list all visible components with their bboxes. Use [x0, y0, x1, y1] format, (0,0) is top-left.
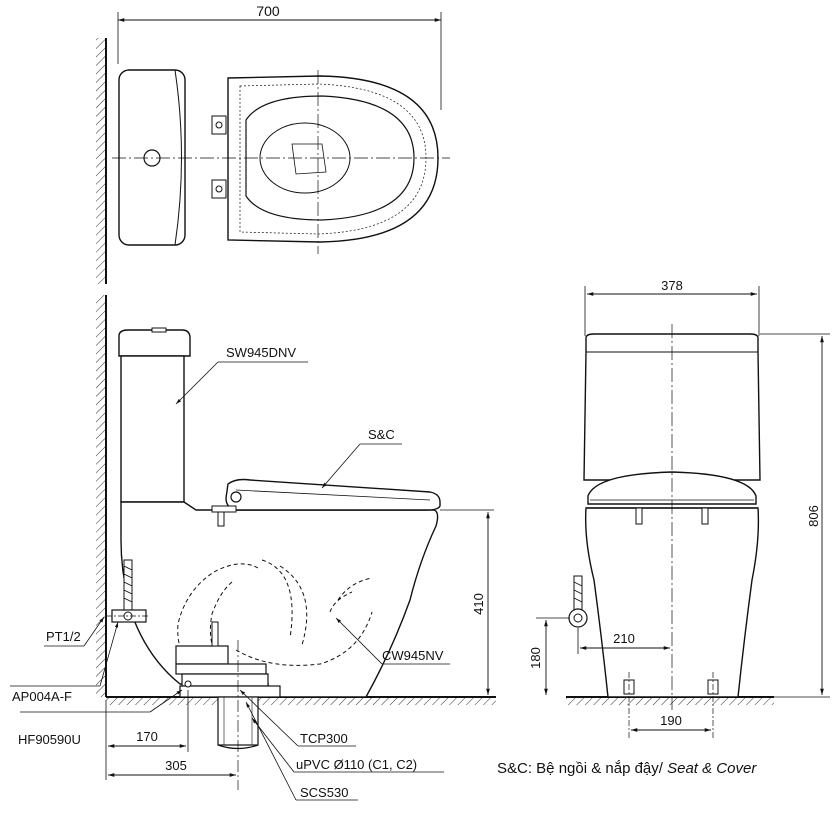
label-scs530: SCS530 [300, 785, 348, 800]
top-seat [245, 95, 415, 221]
side-tank-lid [118, 329, 191, 357]
side-hinge [230, 491, 242, 503]
label-sw945dnv: SW945DNV [226, 345, 296, 360]
side-floor-hatch [106, 697, 496, 705]
dim-190-text: 190 [660, 713, 682, 728]
label-upvc: uPVC Ø110 (C1, C2) [296, 757, 417, 772]
side-bowl-body [120, 501, 439, 698]
label-hf90590u: HF90590U [18, 732, 81, 747]
dim-180-text: 180 [528, 647, 543, 669]
dim-170-text: 170 [136, 729, 158, 744]
label-tcp300: TCP300 [300, 731, 348, 746]
caption-prefix: S&C: Bệ ngồi & nắp đậy/ [497, 760, 668, 777]
side-wall-hatch [96, 295, 106, 697]
label-sc: S&C [368, 427, 395, 442]
seat-cover-caption: S&C: Bệ ngồi & nắp đậy/ Seat & Cover [497, 760, 833, 777]
label-pt12: PT1/2 [46, 629, 81, 644]
side-trapway [177, 559, 373, 666]
dim-210-text: 210 [613, 631, 635, 646]
side-view: 410 170 305 SW945DNV S&C CW945NV PT1/2 A… [10, 295, 496, 801]
flange-top [175, 645, 229, 665]
label-ap004a: AP004A-F [12, 689, 72, 704]
dim-700-text: 700 [256, 3, 280, 19]
caption-italic: Seat & Cover [667, 760, 757, 777]
front-bowl [585, 507, 760, 698]
front-floor-hatch [566, 697, 774, 705]
dim-305-text: 305 [165, 758, 187, 773]
front-view: 378 806 180 21 [528, 278, 830, 740]
dim-410-text: 410 [471, 593, 486, 615]
side-tank-body [120, 355, 185, 503]
top-bowl-outline [227, 75, 439, 243]
label-cw945nv: CW945NV [382, 648, 444, 663]
top-wall-hatch [96, 38, 106, 284]
dim-378-text: 378 [661, 278, 683, 293]
top-view: 700 [96, 3, 450, 284]
dim-806-text: 806 [806, 505, 821, 527]
